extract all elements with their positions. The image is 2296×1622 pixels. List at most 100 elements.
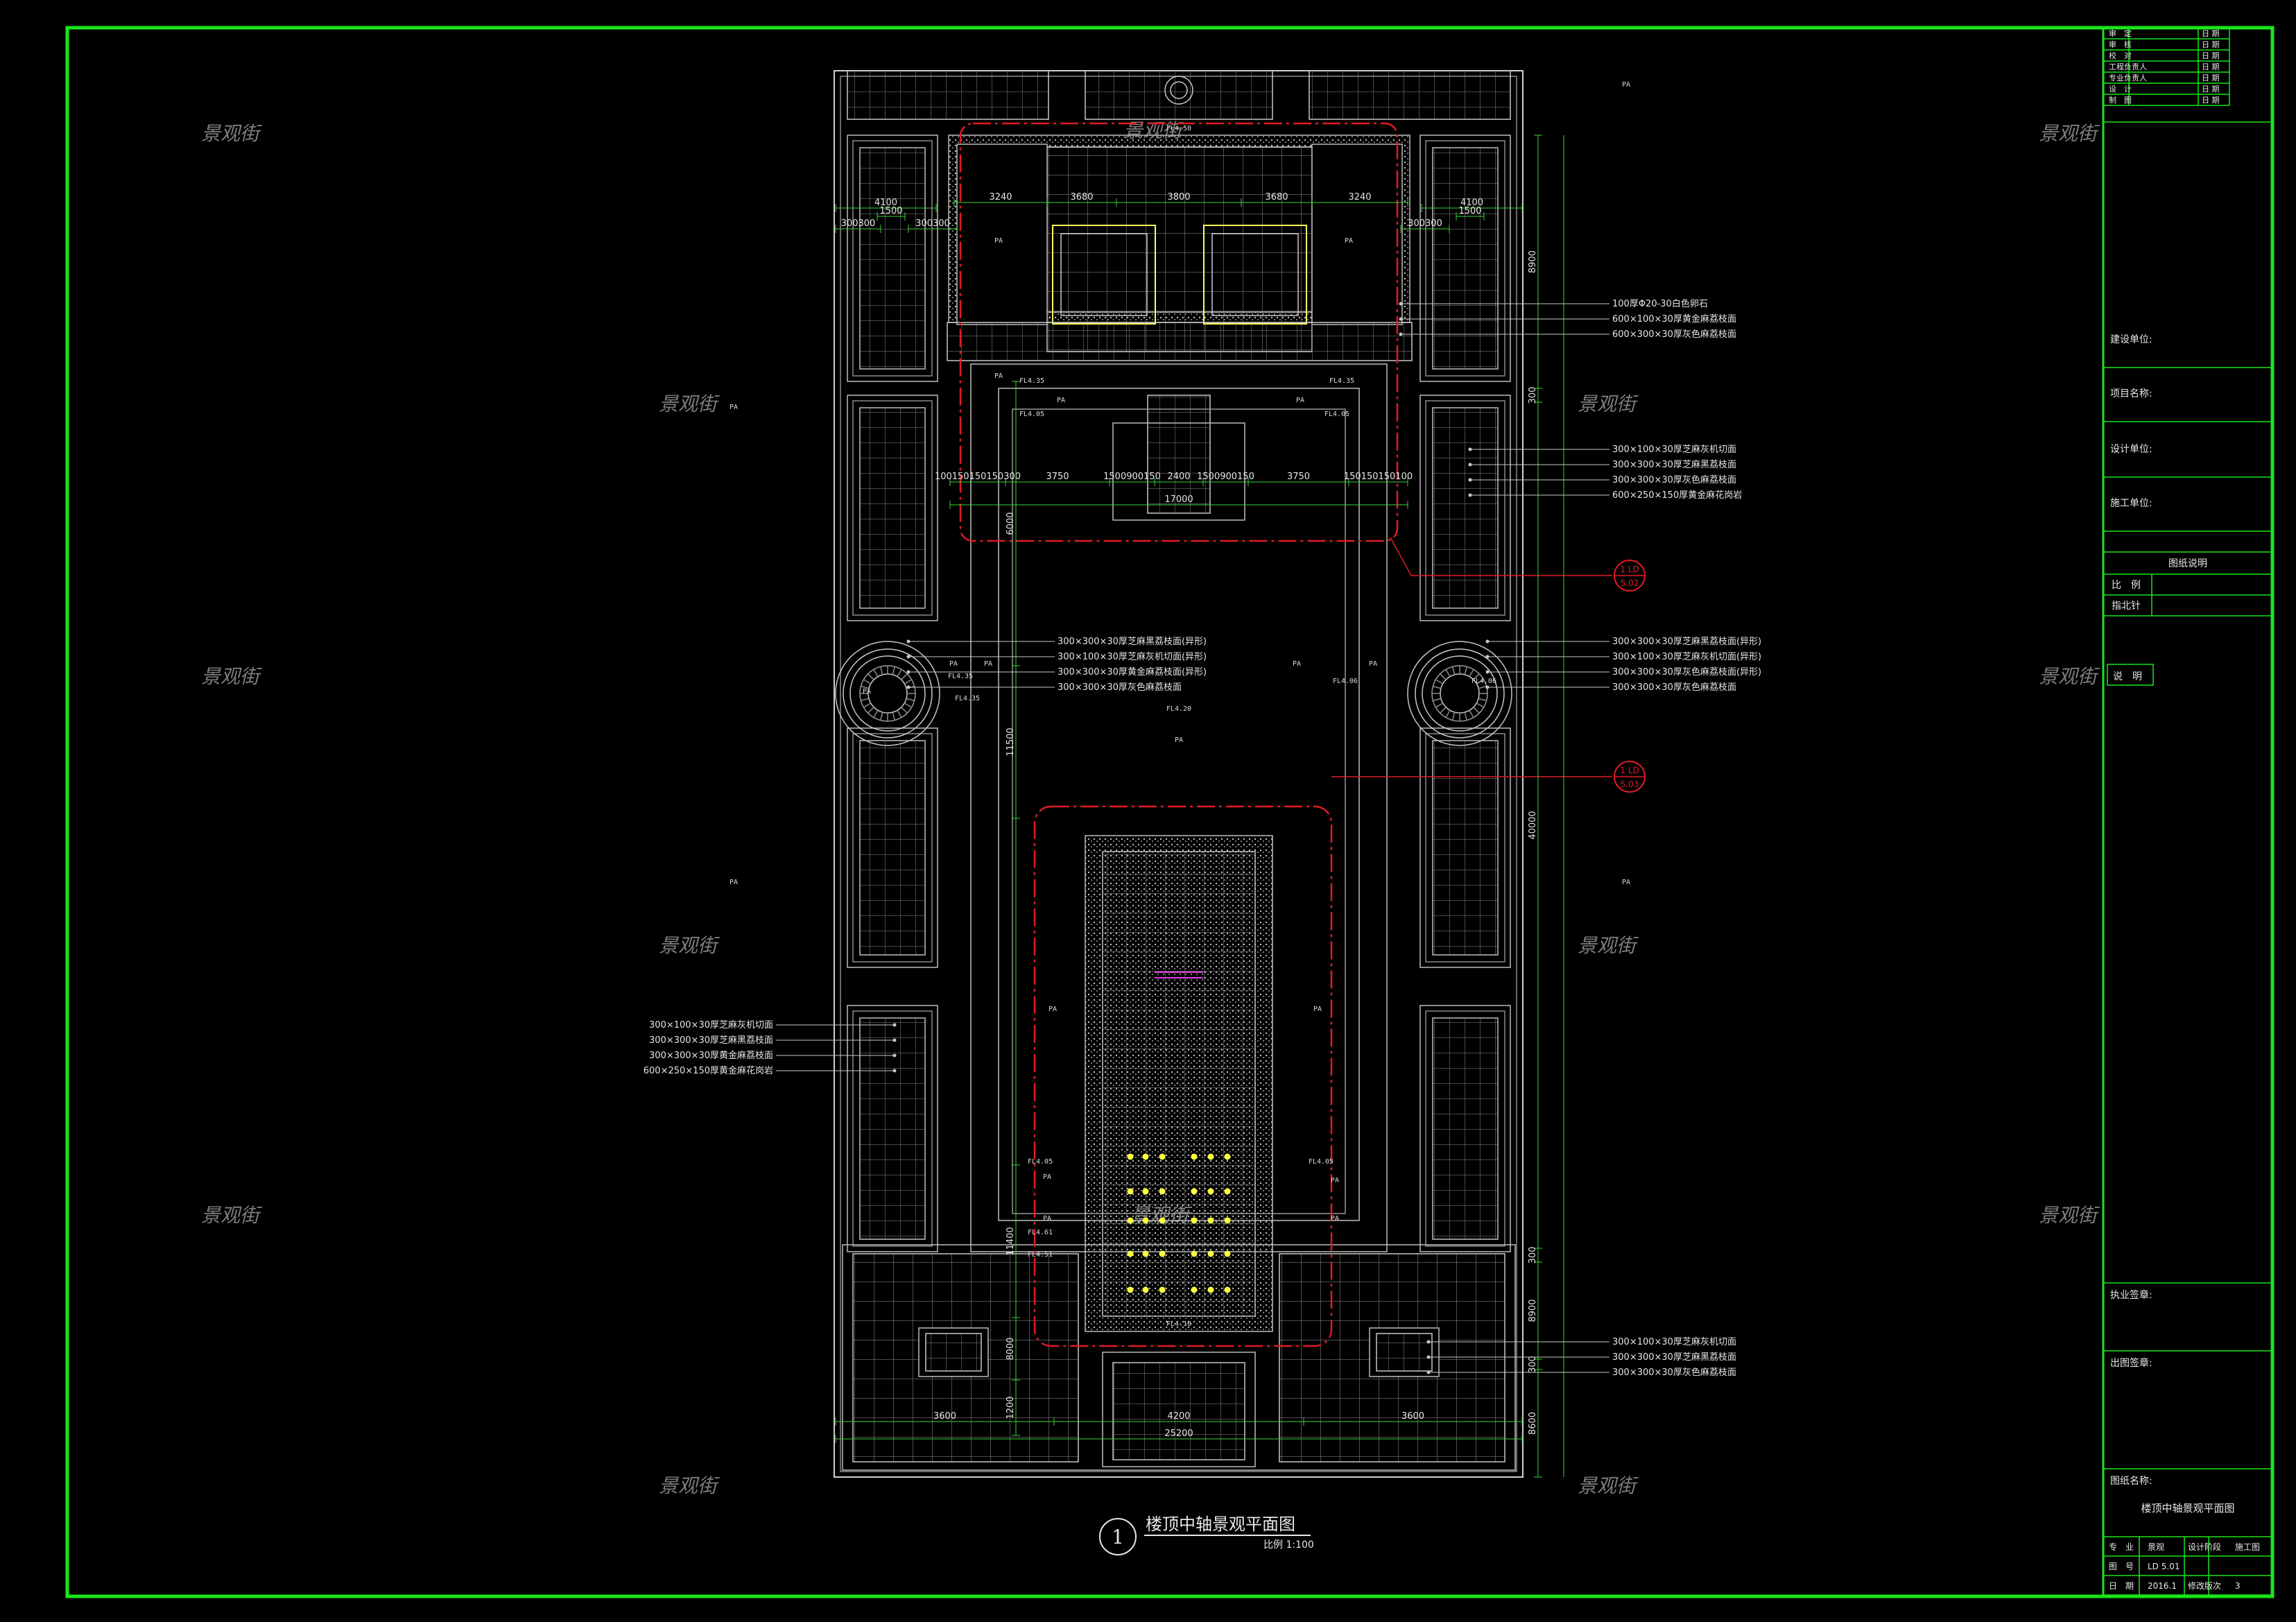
material-note: 300×100×30厚芝麻灰机切面 (1612, 444, 1736, 455)
level-tag: FL4.20 (1166, 705, 1191, 713)
level-tag: FL4.05 (1324, 411, 1349, 418)
dim-label: 1500 (1458, 206, 1481, 216)
callout-1-top: 1 LD (1620, 564, 1639, 574)
plan-scale: 比例 1:100 (1263, 1539, 1314, 1551)
approval-role: 设 计 (2109, 85, 2132, 94)
callout-2-top: 1 LD (1620, 766, 1639, 775)
dim-label: 300300 (915, 218, 950, 229)
material-note: 300×300×30厚黄金麻荔枝面(异形) (1058, 666, 1207, 678)
watermark: 景观街 (1578, 1474, 1639, 1497)
uplight (1142, 1286, 1149, 1293)
footer-cell: 日 期 (2109, 1581, 2134, 1591)
drawing-name: 楼顶中轴景观平面图 (2141, 1502, 2234, 1515)
uplight (1159, 1188, 1166, 1195)
dim-label: 1500900150 (1103, 472, 1161, 482)
callout-detail-1: 1 LD 5.02 (1614, 560, 1646, 592)
pa-label: PA (1369, 660, 1377, 668)
level-tag: FL4.61 (1028, 1229, 1053, 1236)
uplight (1142, 1153, 1149, 1160)
approval-date-label: 日 期 (2202, 96, 2220, 105)
material-note: 300×300×30厚芝麻黑荔枝面(异形) (1058, 636, 1207, 647)
approval-role: 审 核 (2109, 40, 2132, 49)
pa-label: PA (1057, 397, 1065, 404)
uplight (1191, 1250, 1198, 1257)
drawing-name-label: 图纸名称: (2110, 1476, 2152, 1487)
dim-label: 4200 (1167, 1411, 1190, 1422)
dim-label: 17000 (1164, 494, 1193, 505)
pa-label: PA (1345, 237, 1353, 245)
material-note: 100厚Φ20-30白色卵石 (1612, 298, 1708, 309)
level-tag: FL4.35 (1019, 377, 1044, 385)
pa-label: PA (1043, 1215, 1051, 1223)
uplight (1159, 1286, 1166, 1293)
pa-label: PA (1331, 1215, 1339, 1223)
approval-date-label: 日 期 (2202, 74, 2220, 83)
level-tag: FL4.05 (1309, 1158, 1333, 1166)
footer-cell: 施工图 (2235, 1542, 2260, 1552)
level-tag: FL4.05 (1028, 1158, 1053, 1166)
material-note: 300×300×30厚灰色麻荔枝面 (1612, 682, 1736, 693)
watermark: 景观街 (659, 934, 720, 957)
pa-label: PA (1622, 879, 1630, 886)
north-label: 指北针 (2112, 601, 2141, 612)
dim-label: 100150150150300 (935, 472, 1021, 482)
uplight (1127, 1188, 1134, 1195)
dim-label: 3240 (1348, 192, 1371, 202)
pa-label: PA (984, 660, 992, 668)
watermark: 景观街 (1578, 392, 1639, 415)
scale-label: 比 例 (2112, 580, 2141, 591)
footer-cell: 设计阶段 (2188, 1542, 2221, 1552)
dim-label: 300 (1528, 1356, 1538, 1373)
approval-role: 工程负责人 (2109, 62, 2147, 71)
site-plan (834, 70, 1524, 1478)
pa-label: PA (994, 237, 1003, 245)
material-note: 300×100×30厚芝麻灰机切面 (1612, 1336, 1736, 1347)
project-name-label: 项目名称: (2110, 388, 2152, 399)
approval-role: 审 定 (2109, 28, 2132, 38)
dim-label: 8600 (1528, 1412, 1538, 1435)
level-tag: FL4.35 (955, 695, 980, 702)
uplight (1224, 1286, 1231, 1293)
top-plaza-paving (1046, 146, 1313, 352)
uplight (1207, 1153, 1214, 1160)
uplight (1127, 1250, 1134, 1257)
dim-label: 300300 (841, 218, 876, 229)
dim-label: 3680 (1265, 192, 1288, 202)
approval-role: 校 对 (2109, 51, 2132, 60)
uplight (1159, 1217, 1166, 1224)
uplight (1207, 1188, 1214, 1195)
uplight (1159, 1250, 1166, 1257)
publish-seal-label: 出图签章: (2110, 1357, 2152, 1369)
pa-label: PA (1313, 1006, 1322, 1013)
title-block-texts: 审 定日 期审 核日 期校 对日 期工程负责人日 期专业负责人日 期设 计日 期… (2109, 28, 2260, 1591)
dim-label: 6000 (1005, 512, 1016, 535)
uplight (1224, 1153, 1231, 1160)
uplight (1207, 1286, 1214, 1293)
uplight (1224, 1250, 1231, 1257)
material-note: 300×300×30厚芝麻黑荔枝面(异形) (1612, 636, 1761, 647)
level-tag: FL4.51 (1028, 1251, 1053, 1259)
dim-label: 8900 (1528, 1299, 1538, 1322)
pa-label: PA (1331, 1177, 1339, 1184)
uplight (1191, 1217, 1198, 1224)
material-note: 600×100×30厚黄金麻荔枝面 (1612, 313, 1736, 325)
uplight (1159, 1153, 1166, 1160)
material-note: 600×250×150厚黄金麻花岗岩 (644, 1065, 773, 1076)
uplight (1224, 1217, 1231, 1224)
level-tag: FL4.35 (1329, 377, 1354, 385)
material-note: 300×300×30厚芝麻黑荔枝面 (649, 1035, 773, 1046)
pa-label: PA (1296, 397, 1304, 404)
dim-label: 3800 (1167, 192, 1190, 202)
pa-label: PA (1622, 81, 1630, 89)
dim-label: 3600 (933, 1411, 956, 1422)
dim-label: 300300 (1408, 218, 1442, 229)
material-note: 300×300×30厚芝麻黑荔枝面 (1612, 459, 1736, 470)
footer-cell: 修改版次 (2188, 1580, 2221, 1591)
uplight (1207, 1250, 1214, 1257)
uplight (1142, 1217, 1149, 1224)
dim-label: 25200 (1164, 1429, 1193, 1439)
approval-date-label: 日 期 (2202, 29, 2220, 38)
uplight (1224, 1188, 1231, 1195)
dim-label: 3680 (1070, 192, 1093, 202)
